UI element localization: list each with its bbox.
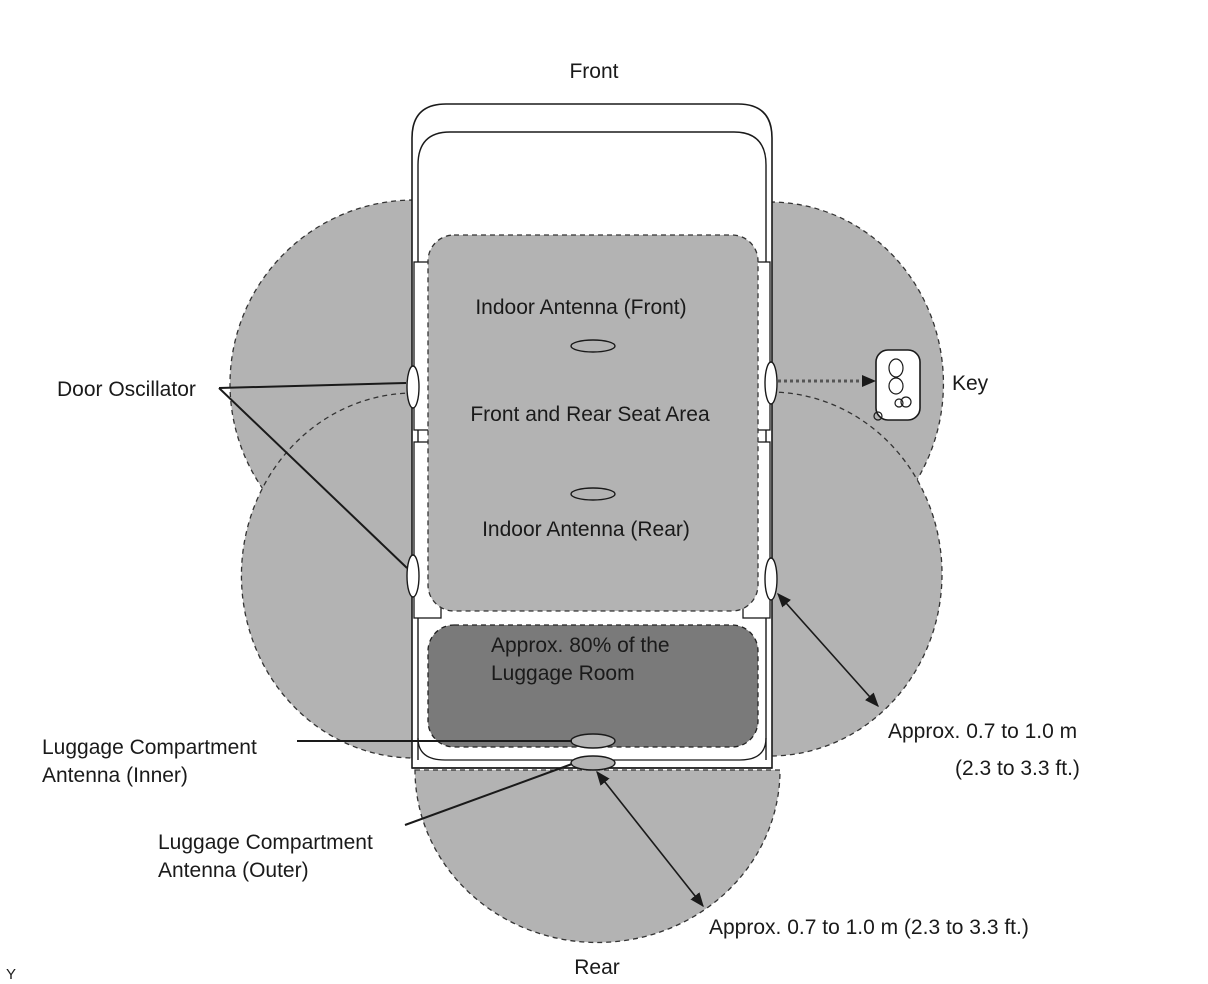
door-oscillator-right-rear (764, 557, 778, 601)
label-seat-area: Front and Rear Seat Area (470, 403, 710, 426)
label-luggage-room-2: Luggage Room (491, 662, 635, 685)
label-door-oscillator: Door Oscillator (57, 378, 196, 401)
label-indoor-antenna-rear: Indoor Antenna (Rear) (482, 518, 690, 541)
leader-lines (218, 382, 573, 826)
label-lug-outer-2: Antenna (Outer) (158, 859, 309, 882)
label-indoor-antenna-front: Indoor Antenna (Front) (475, 296, 686, 319)
indoor-antenna-rear-shape (570, 487, 616, 501)
left-door-zone-rear (240, 392, 415, 759)
label-range-side-1: Approx. 0.7 to 1.0 m (888, 720, 1077, 743)
door-oscillator-right-front (764, 361, 778, 405)
label-front: Front (569, 60, 618, 83)
label-key: Key (952, 372, 989, 395)
door-oscillator-left-front (406, 365, 420, 409)
luggage-antenna-outer-shape (570, 755, 616, 771)
label-range-side-2: (2.3 to 3.3 ft.) (955, 757, 1080, 780)
key-fob-icon (778, 349, 921, 421)
luggage-antenna-inner-shape (570, 733, 616, 749)
range-arrows (596, 592, 879, 908)
label-lug-inner-2: Antenna (Inner) (42, 764, 188, 787)
label-luggage-room-1: Approx. 80% of the (491, 634, 670, 657)
label-range-rear: Approx. 0.7 to 1.0 m (2.3 to 3.3 ft.) (709, 916, 1029, 939)
label-corner-mark: Y (6, 966, 16, 983)
indoor-antenna-front-shape (570, 339, 616, 353)
range-arrow-rear (596, 770, 704, 908)
door-oscillator-left-rear (406, 554, 420, 598)
label-lug-inner-1: Luggage Compartment (42, 736, 257, 759)
antennas (406, 339, 778, 771)
seat-area-zone (427, 234, 759, 612)
label-lug-outer-1: Luggage Compartment (158, 831, 373, 854)
label-rear: Rear (574, 956, 620, 979)
range-arrow-side (777, 592, 879, 708)
